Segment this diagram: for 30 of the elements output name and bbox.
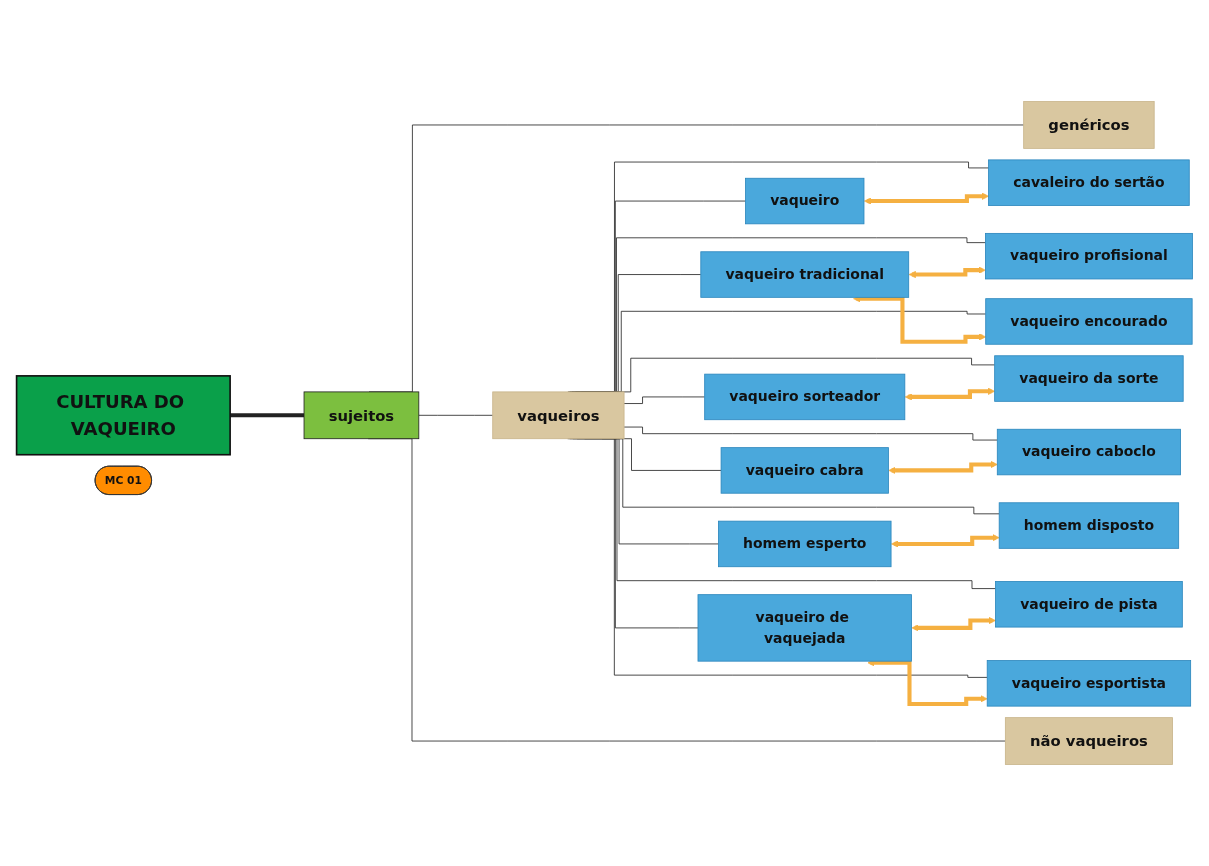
node-box: vaqueiro de pista xyxy=(995,581,1183,628)
node-box: vaqueiro da sorte xyxy=(994,355,1184,402)
node-box: vaqueiro de vaquejada xyxy=(697,594,912,662)
node-box: vaqueiro xyxy=(745,177,865,225)
arrow xyxy=(888,460,998,475)
node-box: vaqueiro sorteador xyxy=(704,373,906,421)
node-box: vaqueiro cabra xyxy=(720,447,889,494)
node-box: homem esperto xyxy=(718,520,892,568)
node-box: vaqueiros xyxy=(492,391,625,440)
arrow xyxy=(904,387,995,401)
node-box: não vaqueiros xyxy=(1004,717,1173,765)
node-box: vaqueiro encourado xyxy=(985,298,1193,345)
arrow xyxy=(891,534,1000,548)
arrow xyxy=(908,266,986,279)
node-box: vaqueiro caboclo xyxy=(996,428,1181,476)
arrow xyxy=(864,192,989,205)
node-box: sujeitos xyxy=(303,391,420,440)
connector xyxy=(418,414,494,416)
node-box: vaqueiro esportista xyxy=(986,660,1192,707)
node-box: cavaleiro do sertão xyxy=(988,159,1190,206)
connector xyxy=(230,413,305,418)
connector xyxy=(623,396,706,404)
node-box: CULTURA DO VAQUEIRO xyxy=(15,375,231,456)
arrow xyxy=(867,659,988,706)
node-box: vaqueiro profisional xyxy=(985,232,1193,280)
node-box: genéricos xyxy=(1023,101,1155,149)
node-box: homem disposto xyxy=(998,502,1180,549)
connector xyxy=(623,426,998,441)
node-box: vaqueiro tradicional xyxy=(700,251,910,298)
arrow xyxy=(911,616,996,632)
